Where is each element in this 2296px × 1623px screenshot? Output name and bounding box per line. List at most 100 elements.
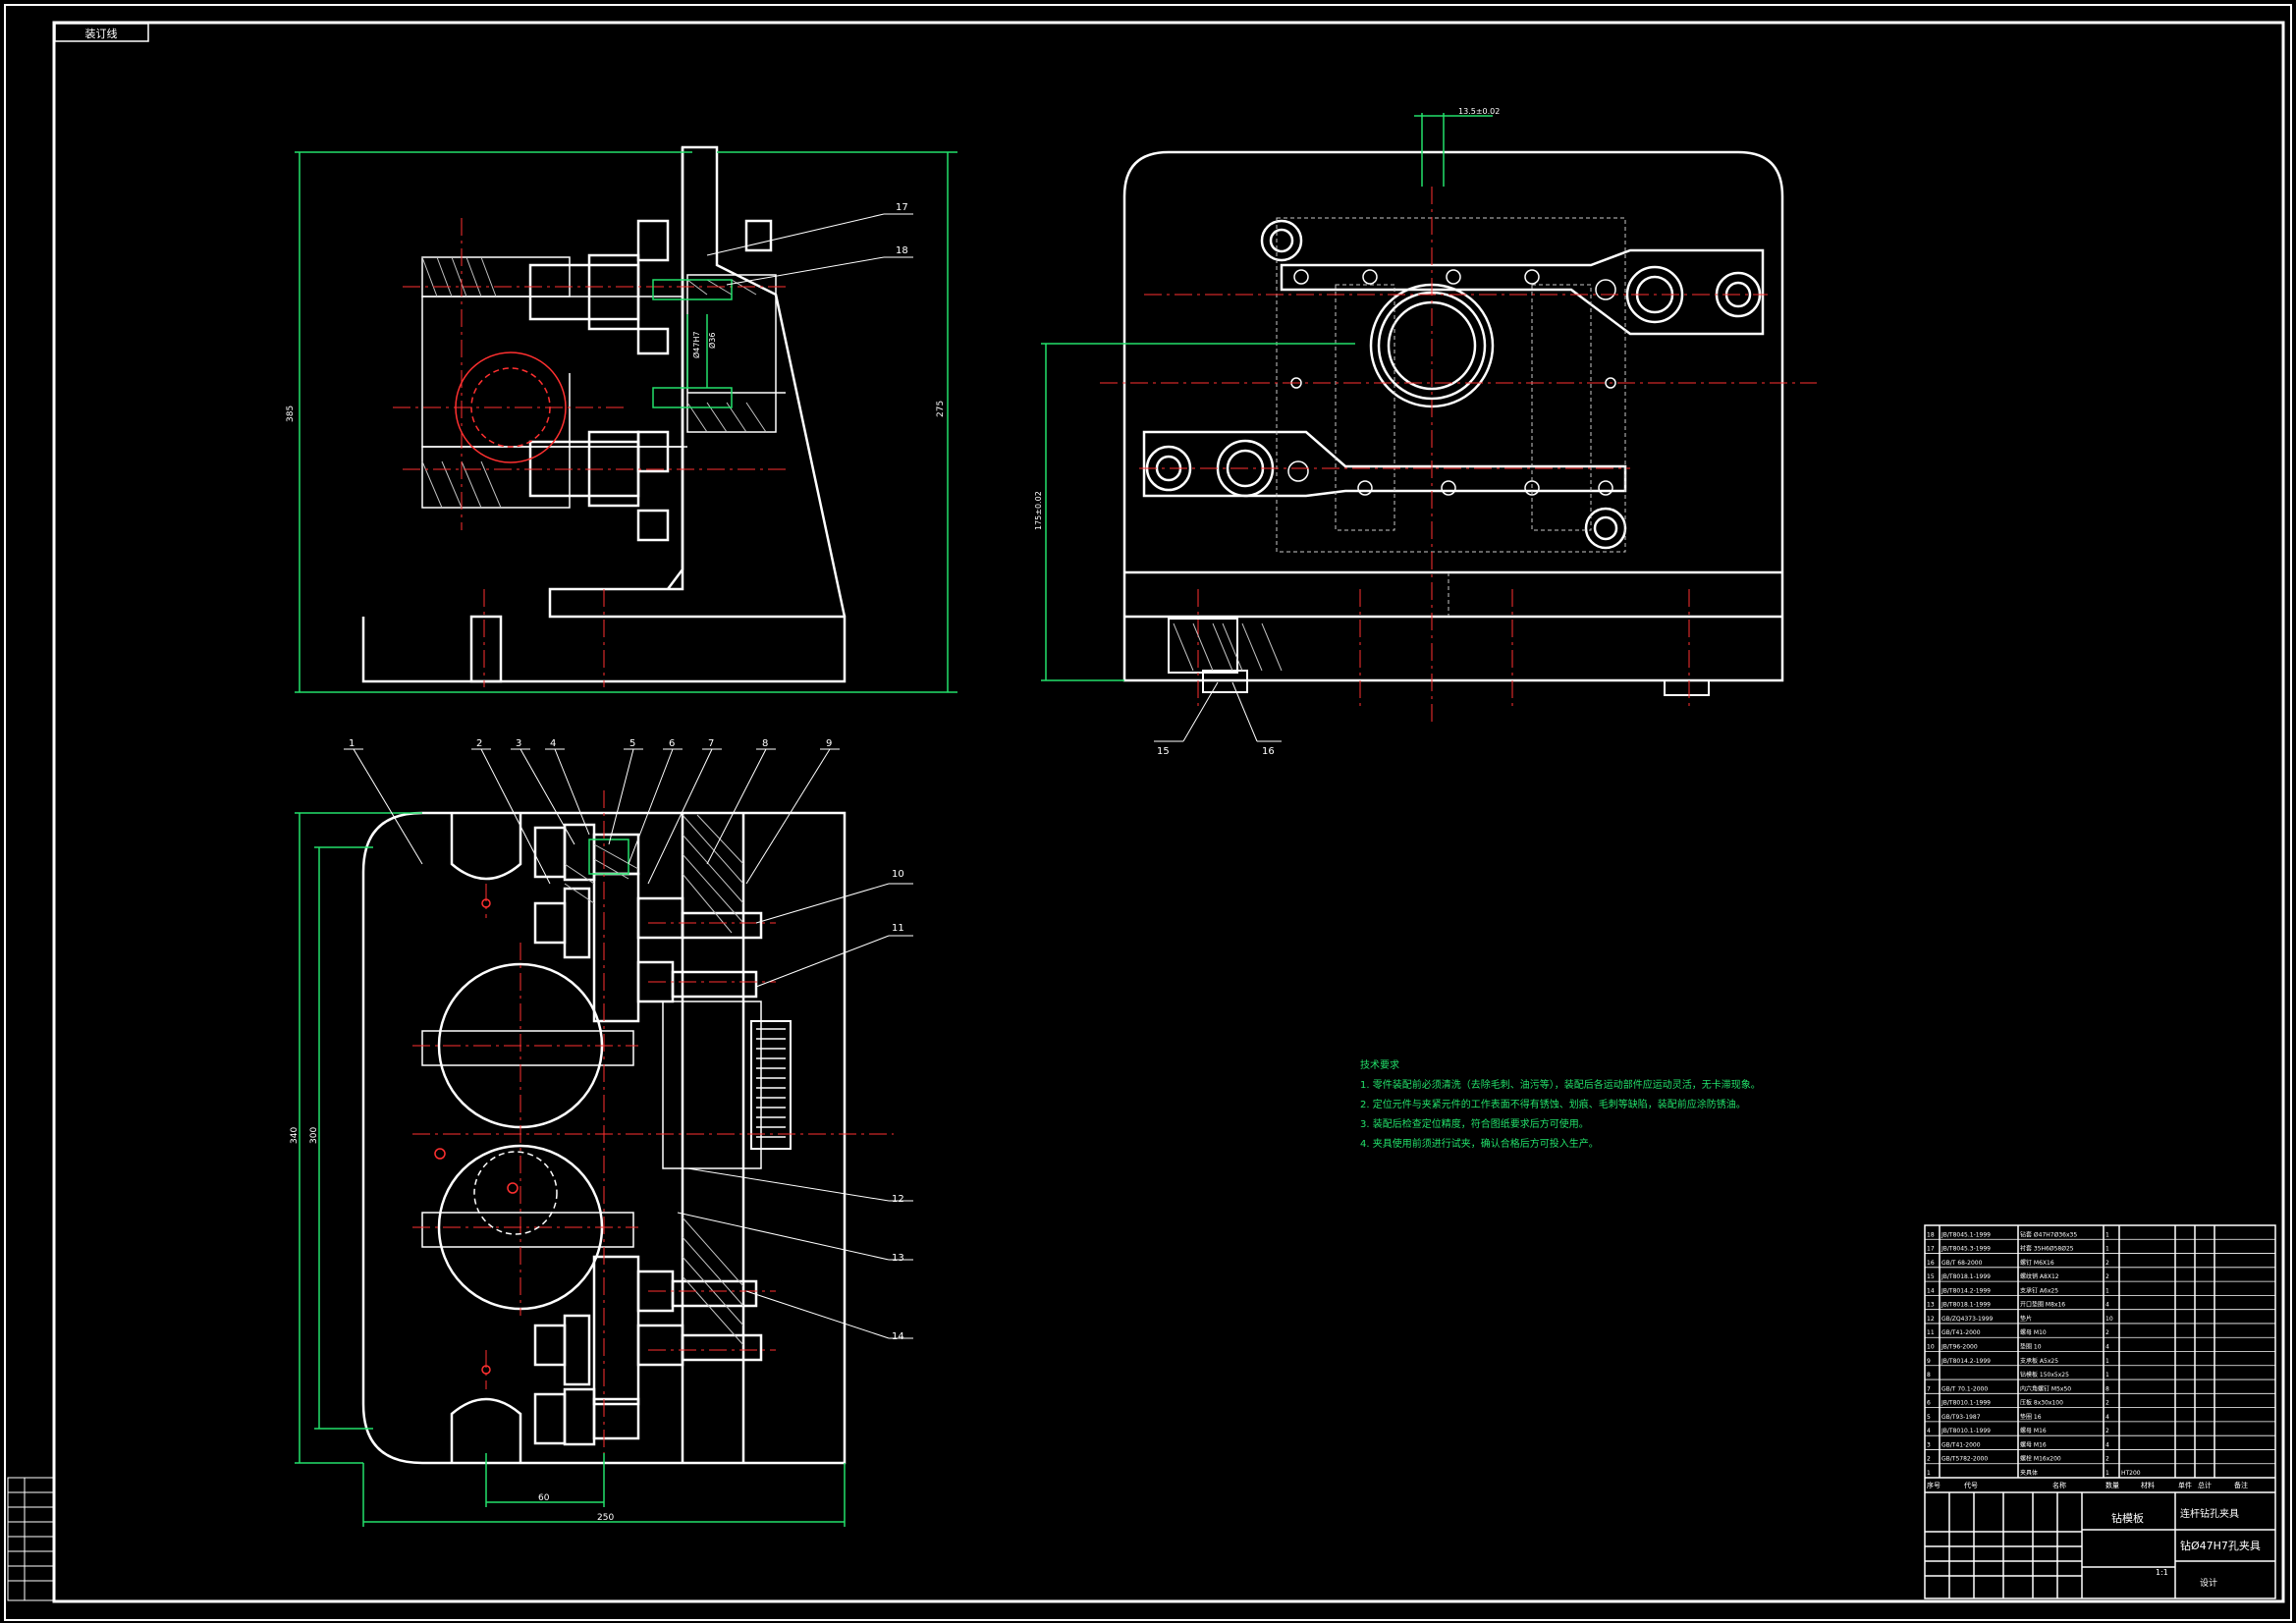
bom-cell: JB/T96-2000 (1941, 1344, 1978, 1351)
leaders-15-16 (1154, 681, 1282, 742)
hatch-top-right (1173, 622, 1283, 672)
green-top-right (1041, 113, 1493, 681)
inner-dashed-top-right (1276, 217, 1626, 617)
title-spec: 钻Ø47H7孔夹具 (2180, 1539, 2261, 1552)
bom-cell: 1 (2105, 1372, 2109, 1379)
corner-tag: 装订线 (85, 27, 118, 40)
bom-cell: 10 (2105, 1316, 2113, 1323)
bom-cell: 开口垫圈 M8x16 (2020, 1301, 2065, 1309)
corner-tag-box (54, 23, 149, 42)
left-side-block (7, 1477, 55, 1601)
centerlines-bottom (412, 790, 894, 1483)
dim-h1-bottom: 340 (290, 1127, 300, 1144)
bom-cell: 垫片 (2020, 1315, 2032, 1323)
title-scale: 1:1 (2156, 1568, 2168, 1577)
bom-cell: GB/T41-2000 (1941, 1329, 1981, 1336)
dim-w-bottom: 250 (597, 1513, 614, 1523)
bom-cell: 2 (2105, 1329, 2109, 1336)
bom-header-qty: 数量 (2105, 1481, 2119, 1489)
hatch-bottom (564, 814, 744, 1346)
bom-header-unit: 单件 (2178, 1481, 2192, 1489)
notes-line-1: 1. 零件装配前必须清洗（去除毛刺、油污等），装配后各运动部件应运动灵活，无卡滞… (1360, 1080, 1761, 1091)
dim-b-top-left: Ø36 (707, 333, 717, 349)
bom-cell: 钻模板 150x5x25 (2020, 1371, 2069, 1379)
bom-cell: 11 (1927, 1329, 1935, 1336)
balloon-5: 5 (629, 738, 635, 749)
bom-cell: 4 (2105, 1302, 2109, 1309)
balloon-11: 11 (892, 923, 904, 934)
green-bottom (295, 812, 846, 1527)
technical-notes: 技术要求 1. 零件装配前必须清洗（去除毛刺、油污等），装配后各运动部件应运动灵… (1360, 1056, 1761, 1155)
bom-cell: JB/T8014.2-1999 (1941, 1358, 1991, 1365)
bom-cell: 压板 8x30x100 (2020, 1399, 2063, 1407)
balloon-2: 2 (476, 738, 482, 749)
bom-cell: GB/ZQ4373-1999 (1941, 1316, 1994, 1323)
bom-cell: 支承板 A5x25 (2020, 1357, 2058, 1365)
bom-cell: 8 (1927, 1372, 1931, 1379)
bom-header-no: 序号 (1927, 1481, 1941, 1489)
bom-cell: 10 (1927, 1344, 1935, 1351)
balloon-17: 17 (896, 202, 908, 213)
balloon-6: 6 (669, 738, 675, 749)
bom-cell: 螺母 M16 (2020, 1440, 2047, 1448)
bom-cell: 6 (1927, 1400, 1931, 1407)
leaders-bottom (344, 748, 913, 1339)
dim-left-top-right: 175±0.02 (1034, 491, 1043, 530)
balloon-4: 4 (550, 738, 556, 749)
bom-cell: GB/T 70.1-2000 (1941, 1385, 1988, 1392)
bom-cell: 16 (1927, 1260, 1935, 1267)
bom-cell: 支承钉 A6x25 (2020, 1286, 2058, 1294)
bom-cell: 7 (1927, 1385, 1931, 1392)
leaders-17-18 (706, 213, 913, 286)
inner-border (52, 21, 2285, 1603)
bom-cell: 2 (2105, 1400, 2109, 1407)
centerlines-top-left (393, 218, 786, 687)
balloon-15: 15 (1157, 746, 1170, 757)
bom-cell: 1 (2105, 1231, 2109, 1238)
bom-cell: 垫圈 16 (2020, 1413, 2042, 1421)
dim-height-top-left: 385 (286, 406, 296, 422)
bom-cell: JB/T8014.2-1999 (1941, 1287, 1991, 1294)
bom-cell: 4 (1927, 1428, 1931, 1434)
balloon-18: 18 (896, 245, 908, 256)
bom-cell: 垫圈 10 (2020, 1343, 2042, 1351)
bushing-ribs (756, 1028, 786, 1138)
bom-cell: 1 (1927, 1470, 1931, 1477)
bom-header-name: 名称 (2052, 1481, 2066, 1489)
bom-cell: 内六角螺钉 M5x50 (2020, 1384, 2071, 1392)
bom-cell: 1 (2105, 1358, 2109, 1365)
bom-cell: 14 (1927, 1287, 1935, 1294)
outer-border (4, 4, 2292, 1621)
title-part-name: 连杆钻孔夹具 (2180, 1507, 2239, 1520)
bom-header-total: 总计 (2198, 1481, 2212, 1489)
bom-cell: 螺母 M16 (2020, 1427, 2047, 1434)
bom-cell: 衬套 35H6Ø58Ø25 (2020, 1245, 2074, 1253)
bom-cell: 2 (1927, 1456, 1931, 1463)
bom-cell: 螺钉 M6X16 (2020, 1259, 2054, 1267)
bom-cell: JB/T8018.1-1999 (1941, 1273, 1991, 1280)
balloon-8: 8 (762, 738, 768, 749)
dim-right-top-left: 275 (936, 401, 946, 417)
bom-header-remark: 备注 (2234, 1481, 2248, 1489)
bom-cell: 15 (1927, 1273, 1935, 1280)
bom-cell: HT200 (2121, 1470, 2141, 1477)
bom-cell: 4 (2105, 1344, 2109, 1351)
title-designer: 设计 (2200, 1577, 2217, 1589)
balloon-3: 3 (516, 738, 521, 749)
bom-cell: 1 (2105, 1287, 2109, 1294)
bom-cell: JB/T8018.1-1999 (1941, 1302, 1991, 1309)
bom-cell: 4 (2105, 1414, 2109, 1421)
bom-cell: 螺母 M10 (2020, 1328, 2047, 1336)
bom-cell: JB/T8010.1-1999 (1941, 1400, 1991, 1407)
bom-cell: 2 (2105, 1428, 2109, 1434)
bom-cell: 螺纹销 A8X12 (2020, 1272, 2059, 1280)
bom-cell: 螺栓 M16x200 (2020, 1455, 2061, 1463)
green-top-left (295, 151, 957, 693)
bom-header-material: 材料 (2141, 1481, 2155, 1489)
bom-cell: 1 (2105, 1246, 2109, 1253)
bom-cell: JB/T8045.1-1999 (1941, 1231, 1991, 1238)
strap-holes (1290, 269, 1616, 496)
balloon-10: 10 (892, 869, 904, 880)
bom-cell: 1 (2105, 1470, 2109, 1477)
